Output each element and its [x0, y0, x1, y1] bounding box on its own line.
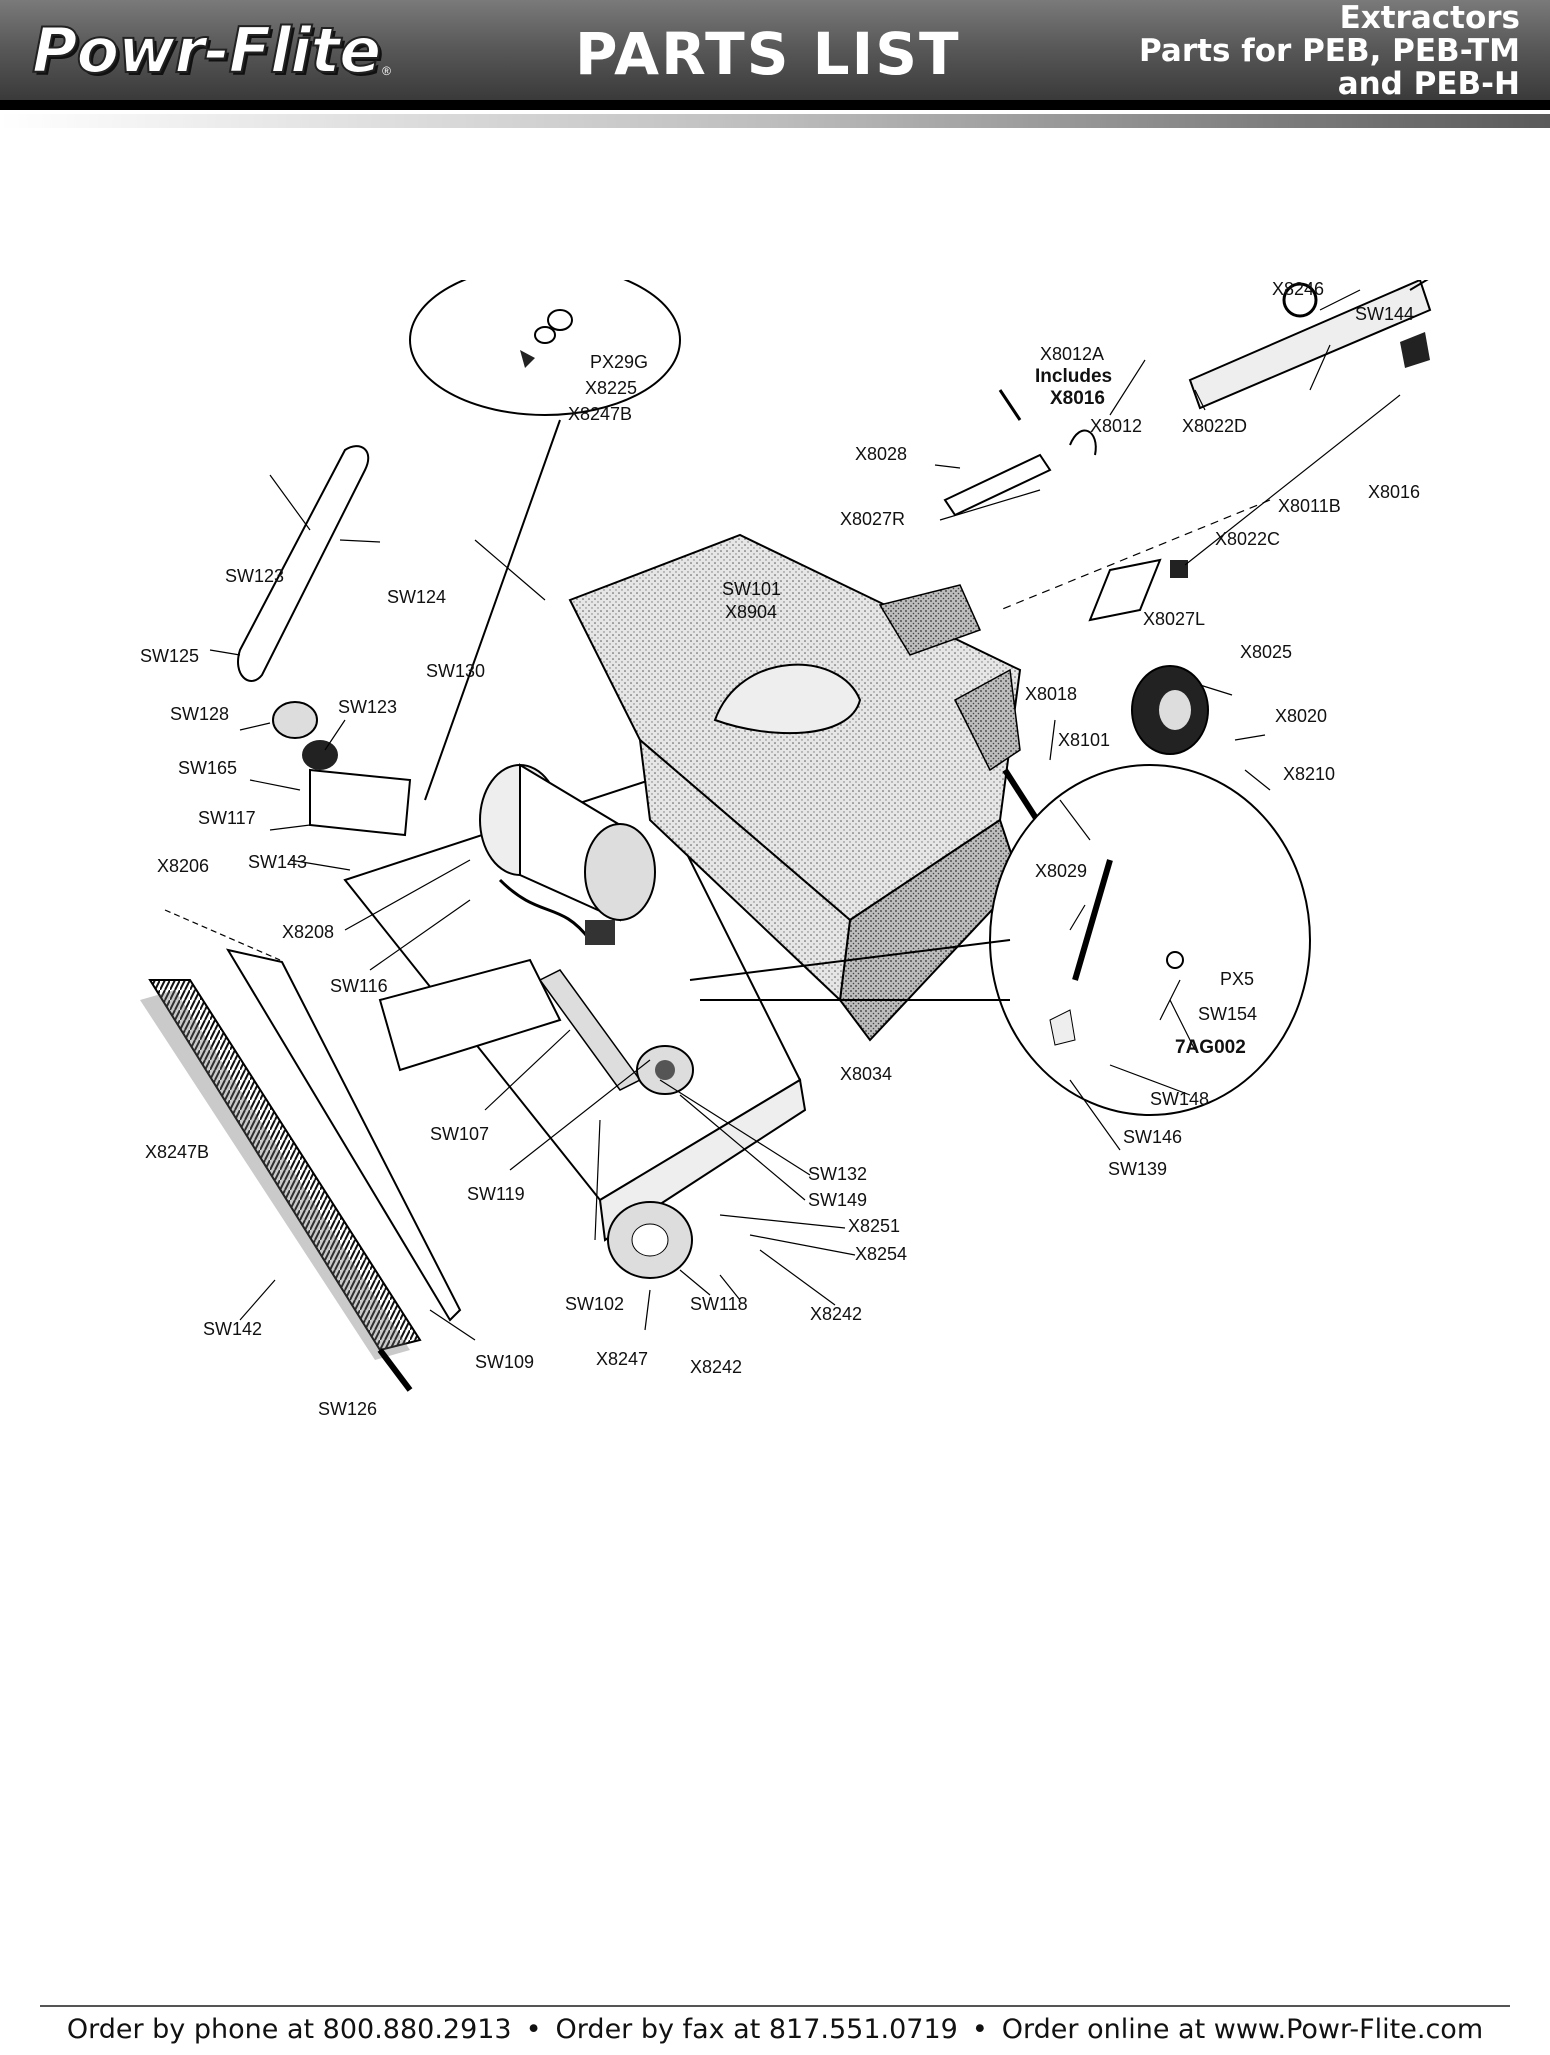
label-sw130: SW130	[426, 661, 485, 681]
label-x8210: X8210	[1283, 764, 1335, 784]
label-sw143: SW143	[248, 852, 307, 872]
page-title: PARTS LIST	[575, 20, 961, 88]
label-sw101: SW101	[722, 579, 781, 599]
footer-separator-1: •	[525, 2014, 542, 2045]
handle-tube-illustration	[1188, 280, 1432, 410]
detail-circle-hose	[689, 764, 1311, 1116]
part-labels: X8246 SW144 X8012A Includes X8016 PX29G …	[140, 280, 1420, 1419]
motor-illustration	[479, 763, 656, 945]
label-sw142: SW142	[203, 1319, 262, 1339]
label-sw107: SW107	[430, 1124, 489, 1144]
label-x8242-right: X8242	[810, 1304, 862, 1324]
label-x8012a: X8012A	[1040, 344, 1104, 364]
label-sw146: SW146	[1123, 1127, 1182, 1147]
brush-guard-illustration	[225, 948, 462, 1322]
label-x8242-bottom: X8242	[690, 1357, 742, 1377]
page-subtitle: Extractors Parts for PEB, PEB-TM and PEB…	[1139, 2, 1520, 101]
subtitle-line-2: Parts for PEB, PEB-TM	[1139, 33, 1520, 69]
label-x8022c: X8022C	[1215, 529, 1280, 549]
recovery-tank-illustration	[568, 533, 1022, 1042]
footer-fax: Order by fax at 817.551.0719	[555, 2014, 958, 2045]
label-7ag002: 7AG002	[1175, 1037, 1246, 1058]
label-x8247b-detail: X8247B	[568, 404, 632, 424]
label-sw109: SW109	[475, 1352, 534, 1372]
lower-wheel-illustration	[607, 1201, 693, 1279]
label-sw124: SW124	[387, 587, 446, 607]
label-x8904: X8904	[725, 602, 777, 622]
label-x8012: X8012	[1090, 416, 1142, 436]
label-x8016: X8016	[1368, 482, 1420, 502]
label-sw128: SW128	[170, 704, 229, 724]
chassis-illustration	[343, 778, 807, 1242]
label-x8025: X8025	[1240, 642, 1292, 662]
footer-separator-2: •	[971, 2014, 988, 2045]
page-footer: Order by phone at 800.880.2913 • Order by …	[0, 2014, 1550, 2045]
footer-rule	[40, 2005, 1510, 2007]
belt-pulley-illustration	[237, 445, 412, 837]
label-includes: Includes	[1035, 366, 1112, 387]
label-x8028: X8028	[855, 444, 907, 464]
header-gradient-band	[0, 114, 1550, 128]
handle-bracket-illustration	[943, 389, 1188, 622]
label-sw116: SW116	[330, 976, 388, 996]
brush-roll-illustration	[140, 979, 422, 1392]
label-sw132: SW132	[808, 1164, 867, 1184]
label-sw165: SW165	[178, 758, 237, 778]
label-sw117: SW117	[198, 808, 256, 828]
label-sw139: SW139	[1108, 1159, 1167, 1179]
label-x8208: X8208	[282, 922, 334, 942]
label-sw123-top: SW123	[225, 566, 284, 586]
label-sw119: SW119	[467, 1184, 525, 1204]
label-x8101: X8101	[1058, 730, 1110, 750]
detail-circle-vacuum	[409, 280, 681, 801]
label-x8225: X8225	[585, 378, 637, 398]
label-sw144: SW144	[1355, 304, 1414, 324]
parts-diagram-svg: X8246 SW144 X8012A Includes X8016 PX29G …	[140, 280, 1432, 1419]
subtitle-line-3: and PEB-H	[1337, 66, 1520, 102]
label-x8029: X8029	[1035, 861, 1087, 881]
label-sw154: SW154	[1198, 1004, 1257, 1024]
label-px29g: PX29G	[590, 352, 648, 372]
label-x8254: X8254	[855, 1244, 907, 1264]
pump-illustration	[636, 1045, 694, 1095]
label-sw125: SW125	[140, 646, 199, 666]
label-x8027r: X8027R	[840, 509, 905, 529]
brand-wordmark: Powr-Flite	[31, 13, 382, 88]
label-x8020: X8020	[1275, 706, 1327, 726]
header-rule	[0, 106, 1550, 110]
label-x8016-note: X8016	[1050, 388, 1105, 409]
brand-logo: Powr-Flite ®	[31, 12, 482, 88]
label-sw102: SW102	[565, 1294, 624, 1314]
label-sw149: SW149	[808, 1190, 867, 1210]
footer-phone: Order by phone at 800.880.2913	[66, 2014, 512, 2045]
label-x8206: X8206	[157, 856, 209, 876]
label-x8247: X8247	[596, 1349, 648, 1369]
label-sw118: SW118	[690, 1294, 748, 1314]
label-x8034: X8034	[840, 1064, 892, 1084]
exploded-parts-diagram: X8246 SW144 X8012A Includes X8016 PX29G …	[0, 280, 1550, 1440]
leader-lines	[164, 289, 1401, 1341]
label-px5: PX5	[1220, 969, 1254, 989]
label-sw148: SW148	[1150, 1089, 1209, 1109]
label-x8027l: X8027L	[1143, 609, 1205, 629]
label-x8247b: X8247B	[145, 1142, 209, 1162]
label-x8011b: X8011B	[1278, 496, 1341, 516]
label-x8022d: X8022D	[1182, 416, 1247, 436]
footer-online: Order online at www.Powr-Flite.com	[1001, 2014, 1484, 2045]
label-x8251: X8251	[848, 1216, 900, 1236]
subtitle-line-1: Extractors	[1339, 0, 1520, 36]
label-x8018: X8018	[1025, 684, 1077, 704]
registered-mark: ®	[382, 64, 392, 78]
page-header: Powr-Flite ® PARTS LIST Extractors Parts…	[0, 0, 1550, 106]
label-sw126: SW126	[318, 1399, 377, 1419]
label-x8246: X8246	[1272, 280, 1324, 299]
label-sw123-mid: SW123	[338, 697, 397, 717]
